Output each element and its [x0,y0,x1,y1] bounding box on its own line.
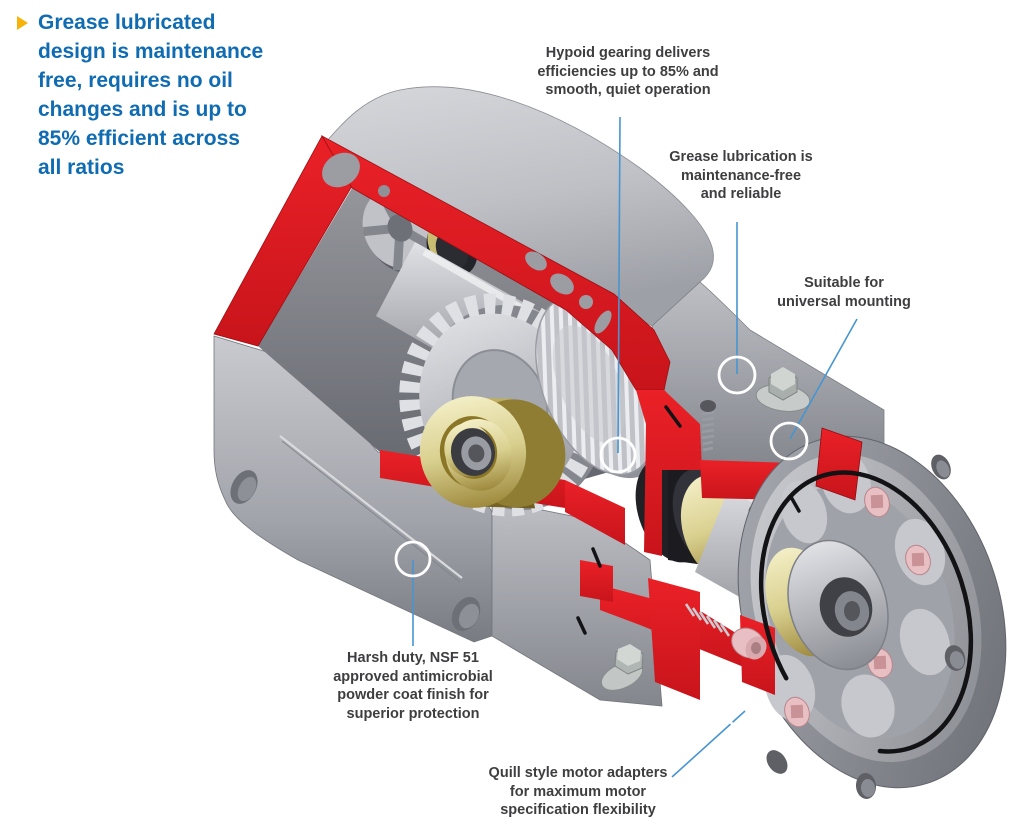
hex-bolt [755,367,811,412]
callout-grease-lubrication: Grease lubrication is maintenance-free a… [669,149,813,202]
headline-line: free, requires no oil [38,69,233,92]
headline-line: changes and is up to [38,98,247,121]
callout-universal-mounting: Suitable for universal mounting [777,275,911,310]
leader-lines [412,116,858,778]
callout-hypoid-gearing: Hypoid gearing delivers efficiencies up … [537,45,719,98]
ball-bearing [419,396,566,509]
dowel-pins [576,405,801,635]
flange-bolts [784,486,931,728]
hex-bolt-bottom [600,644,644,691]
o-ring [758,470,974,754]
circle-hypoid [599,436,637,474]
headline-line: Grease lubricated [38,11,216,34]
callout-circles [394,355,809,732]
circle-quill [724,686,770,732]
headline-line: design is maintenance [38,40,264,63]
headline: Grease lubricated design is maintenance … [38,8,288,182]
circle-grease [717,355,757,395]
headline-line: all ratios [38,156,125,179]
circle-powder-coat [394,540,432,578]
fasteners [576,367,811,691]
callout-quill-adapters: Quill style motor adapters for maximum m… [488,765,668,818]
bullet-arrow-icon [17,16,28,30]
set-screw [701,410,715,452]
circle-mounting [769,421,809,461]
adapter-screw [684,603,767,660]
headline-line: 85% efficient across [38,127,240,150]
callout-powder-coat: Harsh duty, NSF 51 approved antimicrobia… [333,650,493,722]
output-flange [737,435,1007,799]
